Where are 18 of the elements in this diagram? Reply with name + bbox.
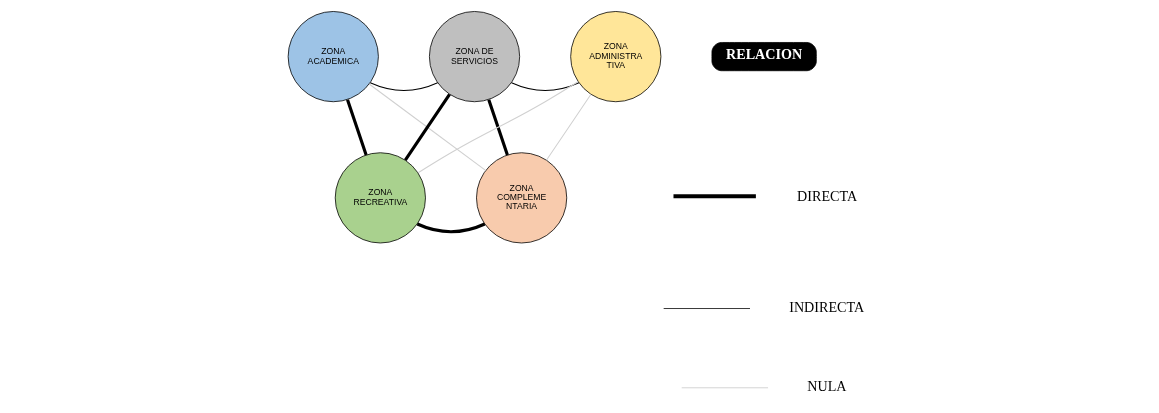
legend-label: INDIRECTA bbox=[789, 298, 865, 315]
connector bbox=[369, 82, 439, 91]
connector bbox=[416, 222, 486, 234]
connector bbox=[404, 93, 451, 161]
connector bbox=[346, 99, 368, 156]
connector bbox=[417, 81, 579, 174]
connector bbox=[511, 82, 580, 91]
legend-label: DIRECTA bbox=[797, 188, 858, 205]
connector bbox=[546, 93, 592, 161]
node-circle: ZONA COMPLEME NTARIA bbox=[476, 152, 568, 244]
connector bbox=[487, 99, 509, 156]
node-circle: ZONA ADMINISTRA TIVA bbox=[570, 11, 662, 103]
connector bbox=[368, 83, 487, 171]
node-circle: ZONA RECREATIVA bbox=[334, 152, 426, 244]
node-circle: ZONA DE SERVICIOS bbox=[429, 11, 521, 103]
node-circle: ZONA ACADEMICA bbox=[287, 11, 379, 103]
label: RELACION bbox=[726, 46, 803, 63]
legend-label: NULA bbox=[807, 377, 847, 394]
